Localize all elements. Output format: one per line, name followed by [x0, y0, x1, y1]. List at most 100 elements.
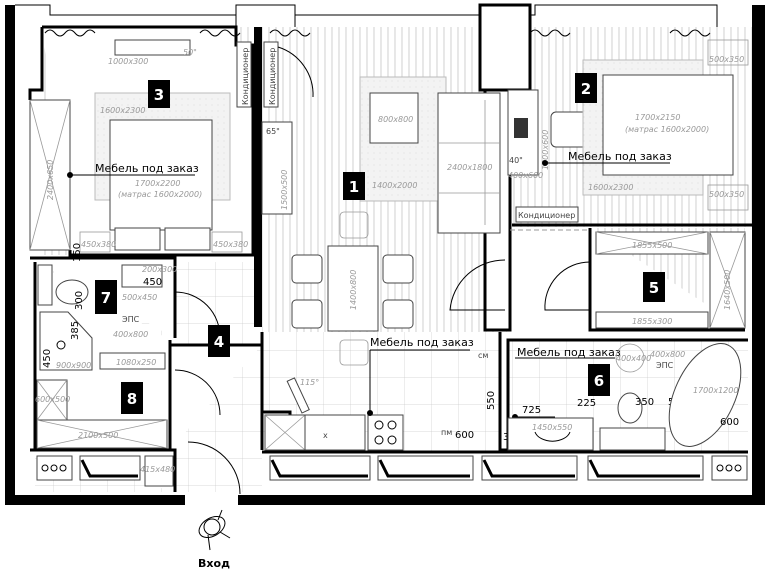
- wardrobe-room-5: 1855x500 1855x300 1640x500 5: [544, 231, 746, 329]
- ac-unit: [236, 41, 252, 108]
- shower: [39, 311, 93, 371]
- dimension: 600: [720, 417, 739, 428]
- tv-size: 50": [183, 48, 197, 57]
- toilet: [55, 279, 89, 305]
- custom-furniture-label: Мебель под заказ: [370, 336, 474, 349]
- room-number: 8: [127, 390, 137, 408]
- dimension: 450: [143, 277, 162, 288]
- wardrobe-size: 2100x500: [78, 431, 118, 440]
- door-swing: [449, 259, 506, 311]
- rug-size: 1400x2000: [372, 181, 417, 190]
- room-number-badge: [121, 382, 143, 414]
- bed-size: 1700x2200: [135, 179, 180, 188]
- door-swing: [277, 46, 314, 98]
- rug-size: 1600x2300: [100, 106, 145, 115]
- shelf-size: 1080x250: [116, 358, 156, 367]
- bedroom-2: 40" 1200x600 400x600 1600x2300 1700x2150…: [507, 39, 749, 231]
- rug-size: 1600x2300: [588, 183, 633, 192]
- desk-size: 1200x600: [541, 130, 550, 170]
- bed: [602, 74, 734, 176]
- curtains: [44, 29, 711, 37]
- mattress-size: (матрас 1600x2000): [625, 125, 709, 134]
- room-number: 2: [581, 80, 591, 98]
- bathroom-6: Мебель под заказ 400x400 400x800 ЭПС 6 7…: [507, 343, 742, 451]
- bathtub-size: 1700x1200: [693, 386, 738, 395]
- person-icon: [198, 509, 231, 551]
- bed-size: 1700x2150: [635, 113, 680, 122]
- room-number: 4: [214, 333, 224, 351]
- radiators: [36, 455, 748, 481]
- cabinet-size: 600x500: [35, 395, 70, 404]
- kitchen-x-mark: x: [323, 431, 328, 440]
- custom-furniture-label: Мебель под заказ: [568, 150, 672, 163]
- heater-size: 400x800: [113, 330, 148, 339]
- entrance-label: Вход: [198, 557, 230, 570]
- coffee-table-size: 800x800: [378, 115, 413, 124]
- bedroom-3: 1000x300 50" 1600x2300 450x380 450x380 2…: [29, 39, 248, 262]
- dimension: 725: [522, 405, 541, 416]
- room-number: 3: [154, 86, 164, 104]
- custom-furniture-label: Мебель под заказ: [517, 346, 621, 359]
- nightstand: [707, 39, 749, 66]
- ac-unit: [515, 206, 579, 223]
- sofa-size: 2400x1800: [447, 163, 492, 172]
- chair: [291, 254, 323, 284]
- nightstand-size: 450x380: [81, 240, 116, 249]
- shelf-size: 1855x300: [632, 317, 672, 326]
- pillow: [164, 227, 211, 251]
- room-number: 5: [649, 279, 659, 297]
- partition-wall: [254, 27, 262, 327]
- pillow: [114, 227, 161, 251]
- dishwasher-label: пм: [441, 428, 452, 437]
- bathtub: [668, 343, 742, 447]
- room-number-badge: [643, 272, 665, 302]
- cooktop: [367, 414, 404, 451]
- shower-size: 900x900: [56, 361, 91, 370]
- shelf: [99, 352, 166, 370]
- room-number-badge: [588, 364, 610, 396]
- nightstand: [211, 231, 243, 253]
- chair: [339, 211, 369, 239]
- room-number: 7: [101, 289, 111, 307]
- bathroom-7: 200x300 450 500x450 ЭПС 400x800 7 385 30…: [37, 264, 230, 371]
- ac-label: Кондиционер: [268, 48, 277, 105]
- dimension: 450: [42, 349, 53, 368]
- room-number-badge: [148, 80, 170, 108]
- cabinet-size: 500x450: [122, 293, 157, 302]
- wardrobe-size: 2400x650: [46, 160, 55, 200]
- room-number-badge: [575, 73, 597, 103]
- door-angle: 115°: [300, 378, 319, 387]
- chair: [291, 299, 323, 329]
- living-room-1: 65" 1500x500 1400x2000 800x800 2400x1800…: [261, 76, 506, 366]
- dishwasher-label: см: [478, 351, 488, 360]
- room-number-badge: [208, 325, 230, 357]
- heater-size: 400x800: [650, 350, 685, 359]
- room-number-badge: [343, 172, 365, 200]
- shoe-cabinet: [144, 455, 174, 487]
- sink-counter: [304, 414, 366, 451]
- monitor-icon: [514, 118, 528, 138]
- chair: [339, 339, 369, 366]
- nightstand-size: 450x380: [213, 240, 248, 249]
- ac-label: Кондиционер: [518, 211, 575, 220]
- tv-stand: [261, 121, 293, 215]
- room-number: 1: [349, 178, 359, 196]
- tv-size: 40": [509, 156, 523, 165]
- dimension: 350: [635, 397, 654, 408]
- entrance-door-swing: [187, 441, 241, 495]
- sink-size: 200x300: [142, 265, 177, 274]
- dimension: 150: [72, 243, 83, 262]
- dimension: 300: [74, 291, 85, 310]
- dining-table-size: 1400x800: [349, 270, 358, 310]
- chair: [382, 254, 414, 284]
- shoe-cabinet-size: 415x480: [140, 465, 175, 474]
- tv-stand-size: 1500x500: [280, 170, 289, 210]
- washer: [615, 343, 645, 373]
- coffee-table: [369, 92, 419, 144]
- custom-furniture-label: Мебель под заказ: [95, 162, 199, 175]
- toilet-cistern: [599, 427, 666, 451]
- dimension: 385: [70, 321, 81, 340]
- nightstand: [707, 184, 749, 211]
- fridge-door: [286, 377, 310, 414]
- toilet: [617, 392, 643, 424]
